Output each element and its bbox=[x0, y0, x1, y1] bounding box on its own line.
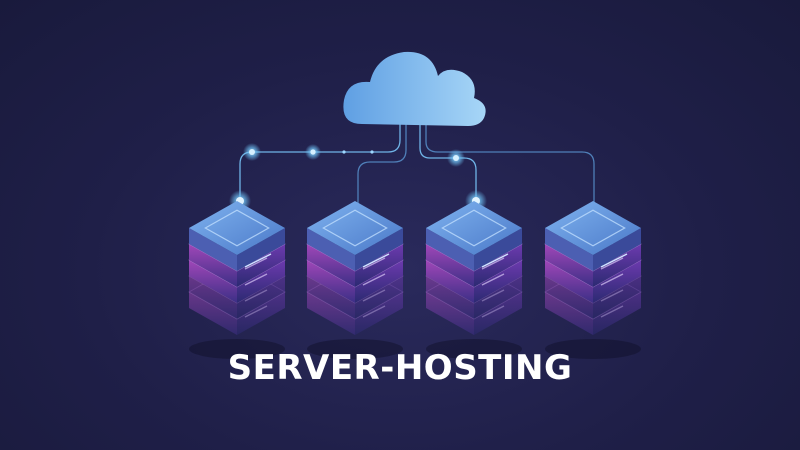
server-stack-icon bbox=[544, 201, 642, 359]
connection-lines bbox=[239, 122, 595, 210]
server-group bbox=[188, 201, 642, 359]
server-stack-icon bbox=[188, 201, 286, 359]
server-stack-icon bbox=[425, 201, 523, 359]
server-stack-icon bbox=[306, 201, 404, 359]
connection-line-icon bbox=[239, 122, 401, 198]
connection-line-icon bbox=[357, 122, 407, 210]
page-title: SERVER-HOSTING bbox=[227, 348, 573, 388]
cloud-icon bbox=[343, 51, 486, 126]
connection-line-icon bbox=[425, 122, 595, 210]
connection-nodes bbox=[229, 143, 487, 212]
